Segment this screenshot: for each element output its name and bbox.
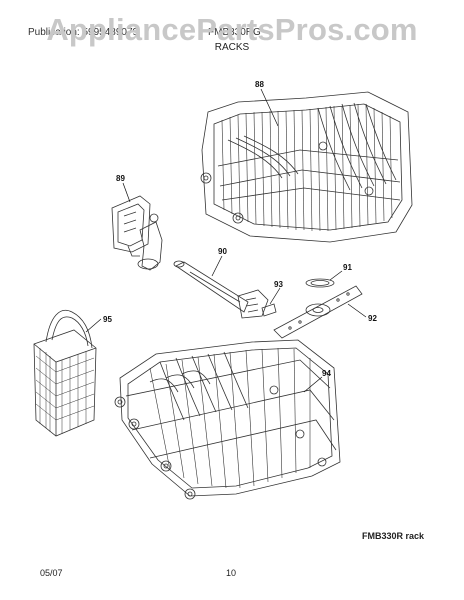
footer-page-number: 10	[226, 568, 237, 578]
spray-arm-conduit	[173, 260, 269, 319]
callout-93: 93	[274, 280, 283, 289]
watermark: AppliancePartsPros.com	[46, 12, 418, 47]
callout-90: 90	[218, 247, 227, 256]
callout-89: 89	[116, 174, 125, 183]
callout-92: 92	[368, 314, 377, 323]
bushing	[261, 303, 277, 317]
seal-ring	[305, 278, 335, 288]
callout-95: 95	[103, 315, 112, 324]
silverware-basket	[33, 310, 97, 437]
lower-spray-arm	[273, 285, 363, 339]
callout-94: 94	[322, 369, 331, 378]
diagram-caption: FMB330R rack	[362, 531, 425, 541]
publication-number: Publication: 5995489079	[28, 27, 139, 38]
rack-adjuster	[111, 195, 163, 271]
upper-rack	[200, 91, 413, 243]
lower-rack	[114, 339, 341, 500]
section-title: RACKS	[214, 42, 250, 53]
model-number: FMB330RG	[208, 27, 261, 38]
footer-date: 05/07	[40, 568, 63, 578]
callout-88: 88	[255, 80, 264, 89]
callout-91: 91	[343, 263, 352, 272]
